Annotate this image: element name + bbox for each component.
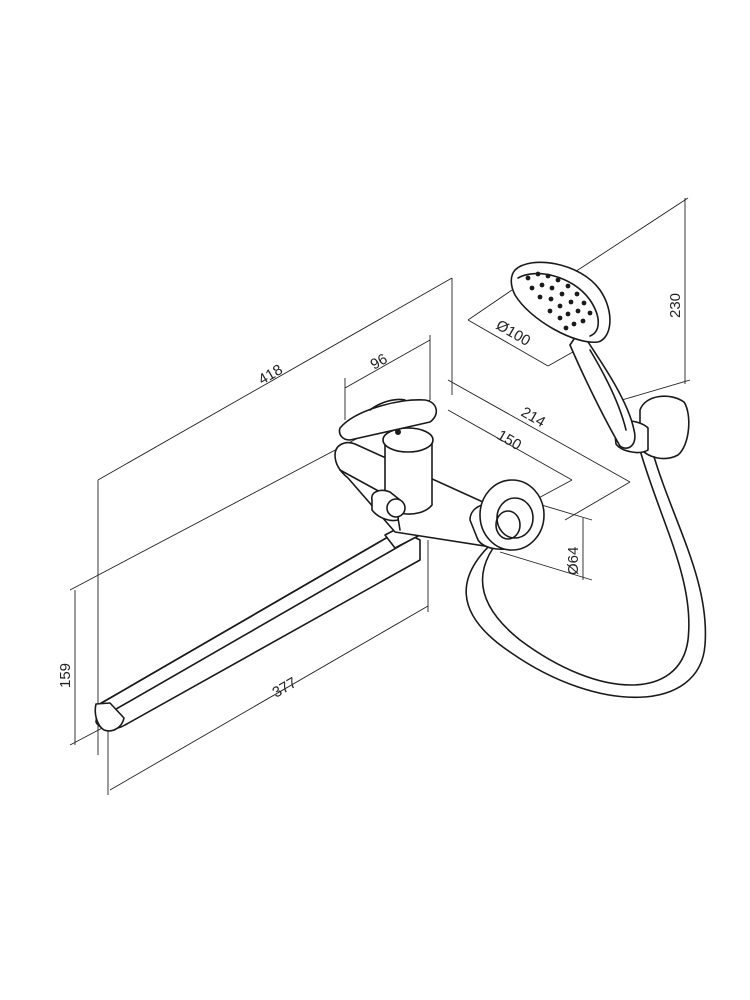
dim-line-100 [467, 319, 549, 367]
spout [94, 521, 421, 732]
hand-shower [510, 261, 636, 449]
shower-hose [465, 449, 707, 699]
wall-rosette [479, 479, 545, 551]
dim-label-214: 214 [518, 404, 548, 431]
dim-label-159: 159 [57, 663, 74, 688]
dim-label-150: 150 [494, 427, 524, 454]
spray-nozzles [525, 271, 593, 331]
dim-line-214 [447, 379, 631, 483]
dim-line-377 [109, 605, 429, 791]
dim-label-100: Ø100 [493, 317, 533, 350]
shower-handle [569, 329, 636, 449]
lever-handle [338, 399, 438, 441]
dim-label-418: 418 [256, 361, 286, 388]
dim-label-230: 230 [667, 293, 684, 318]
shower-head [510, 261, 611, 343]
dim-line-96 [344, 339, 431, 389]
dim-label-96: 96 [368, 350, 391, 373]
dimension-lines [69, 197, 691, 795]
dim-label-377: 377 [270, 674, 300, 701]
dim-label-64: Ø64 [565, 547, 582, 575]
spout-tip [94, 702, 125, 732]
dim-line-150 [447, 409, 573, 481]
dim-line-418 [97, 277, 453, 481]
